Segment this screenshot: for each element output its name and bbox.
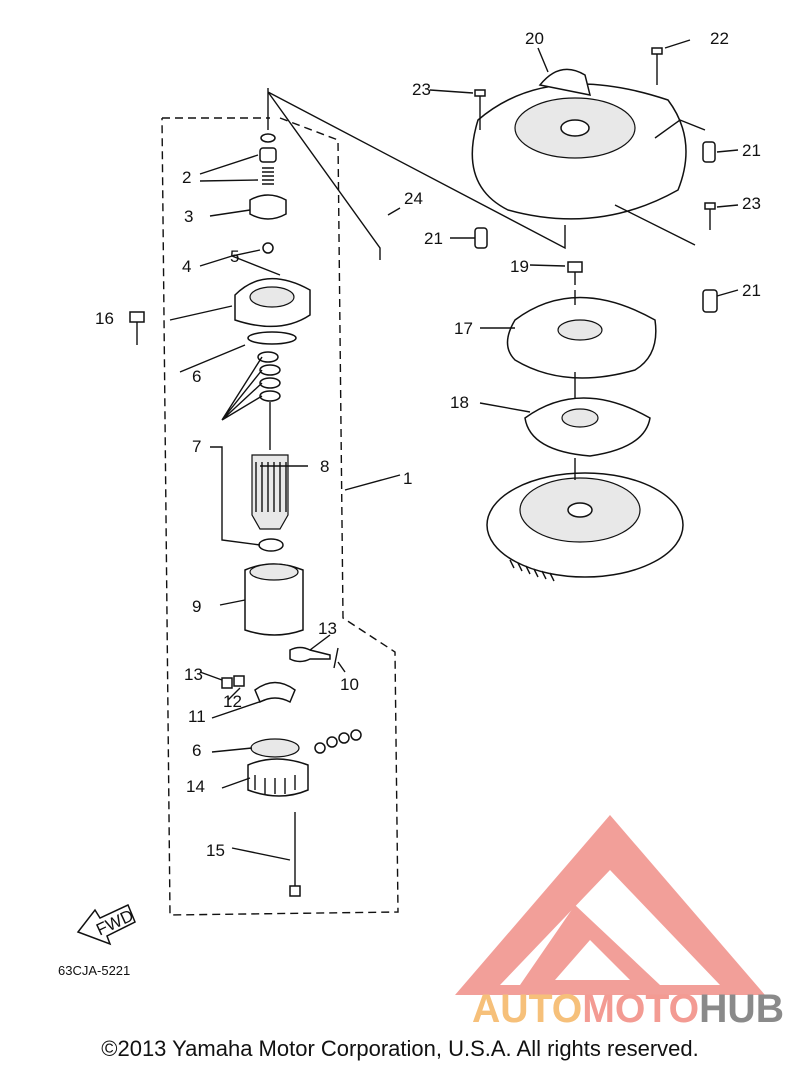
part-collar-21b bbox=[474, 227, 488, 249]
callout-13b: 13 bbox=[318, 619, 337, 638]
watermark-hub: HUB bbox=[699, 987, 784, 1031]
callout-21c: 21 bbox=[742, 281, 761, 300]
callout-10: 10 bbox=[340, 675, 359, 694]
fwd-arrow: FWD bbox=[76, 903, 136, 946]
watermark-auto: AUTO bbox=[472, 987, 582, 1031]
leader-lines bbox=[169, 39, 739, 861]
part-end-cover bbox=[247, 758, 309, 797]
callout-8: 8 bbox=[320, 457, 329, 476]
callout-1: 1 bbox=[403, 469, 412, 488]
callout-9: 9 bbox=[192, 597, 201, 616]
copyright-notice: ©2013 Yamaha Motor Corporation, U.S.A. A… bbox=[101, 1036, 699, 1061]
part-bolt-22 bbox=[651, 47, 663, 55]
watermark-moto: MOTO bbox=[582, 987, 699, 1031]
part-armature bbox=[251, 454, 289, 530]
callout-2: 2 bbox=[182, 168, 191, 187]
watermark-logo bbox=[455, 815, 765, 995]
part-nut-19 bbox=[567, 261, 583, 273]
callout-labels: 1 2 3 4 5 6 7 8 9 10 11 12 13 13 6 14 15… bbox=[95, 29, 761, 860]
callout-21b: 21 bbox=[424, 229, 443, 248]
callout-3: 3 bbox=[184, 207, 193, 226]
part-bolt-23b bbox=[704, 202, 716, 210]
part-code-label: 63CJA-5221 bbox=[58, 963, 130, 978]
callout-6a: 6 bbox=[192, 367, 201, 386]
part-spring bbox=[262, 167, 274, 185]
callout-18: 18 bbox=[450, 393, 469, 412]
callout-23b: 23 bbox=[742, 194, 761, 213]
callout-24: 24 bbox=[404, 189, 423, 208]
callout-21a: 21 bbox=[742, 141, 761, 160]
assembly-1-boundary bbox=[161, 117, 399, 916]
callout-14: 14 bbox=[186, 777, 205, 796]
part-pinion bbox=[249, 194, 287, 220]
starter-parts bbox=[129, 133, 362, 897]
svg-text:AUTOMOTOHUB: AUTOMOTOHUB bbox=[472, 987, 784, 1031]
part-bolt-16 bbox=[129, 311, 145, 323]
part-collar-21a bbox=[702, 141, 716, 163]
callout-4: 4 bbox=[182, 257, 191, 276]
callout-19: 19 bbox=[510, 257, 529, 276]
callout-15: 15 bbox=[206, 841, 225, 860]
callout-5: 5 bbox=[230, 247, 239, 266]
part-bolt-23a bbox=[474, 89, 486, 97]
callout-20: 20 bbox=[525, 29, 544, 48]
part-brush-holder bbox=[254, 681, 296, 704]
part-stopper bbox=[259, 147, 277, 163]
watermark-text: AUTOMOTOHUB bbox=[472, 987, 784, 1031]
callout-23a: 23 bbox=[412, 80, 431, 99]
part-collar-21c bbox=[702, 289, 718, 313]
callout-7: 7 bbox=[192, 437, 201, 456]
part-washer bbox=[260, 133, 276, 143]
callout-6b: 6 bbox=[192, 741, 201, 760]
callout-17: 17 bbox=[454, 319, 473, 338]
flywheel-parts bbox=[471, 47, 718, 582]
part-plate-18 bbox=[524, 397, 651, 457]
callout-12: 12 bbox=[223, 692, 242, 711]
callout-16: 16 bbox=[95, 309, 114, 328]
callout-22: 22 bbox=[710, 29, 729, 48]
callout-13a: 13 bbox=[184, 665, 203, 684]
callout-11: 11 bbox=[188, 707, 206, 726]
